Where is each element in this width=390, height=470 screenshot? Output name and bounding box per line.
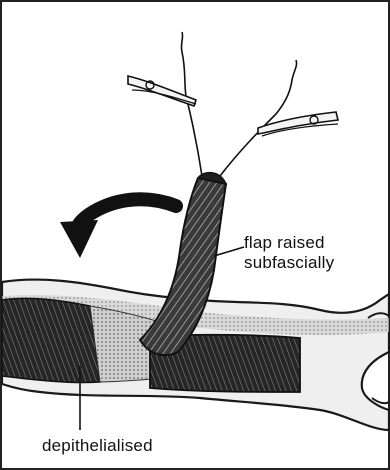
flap-label-line2: subfascially	[244, 253, 334, 273]
depithelialised-label: depithelialised	[42, 436, 153, 456]
suture-right	[220, 60, 297, 176]
depithelialised-region	[2, 298, 100, 382]
forceps-icon	[258, 112, 338, 136]
curved-arrow-icon	[60, 199, 176, 258]
flap-label: flap raised subfascially	[244, 233, 334, 272]
leader-line-flap	[214, 247, 244, 256]
flap-label-line1: flap raised	[244, 233, 334, 253]
